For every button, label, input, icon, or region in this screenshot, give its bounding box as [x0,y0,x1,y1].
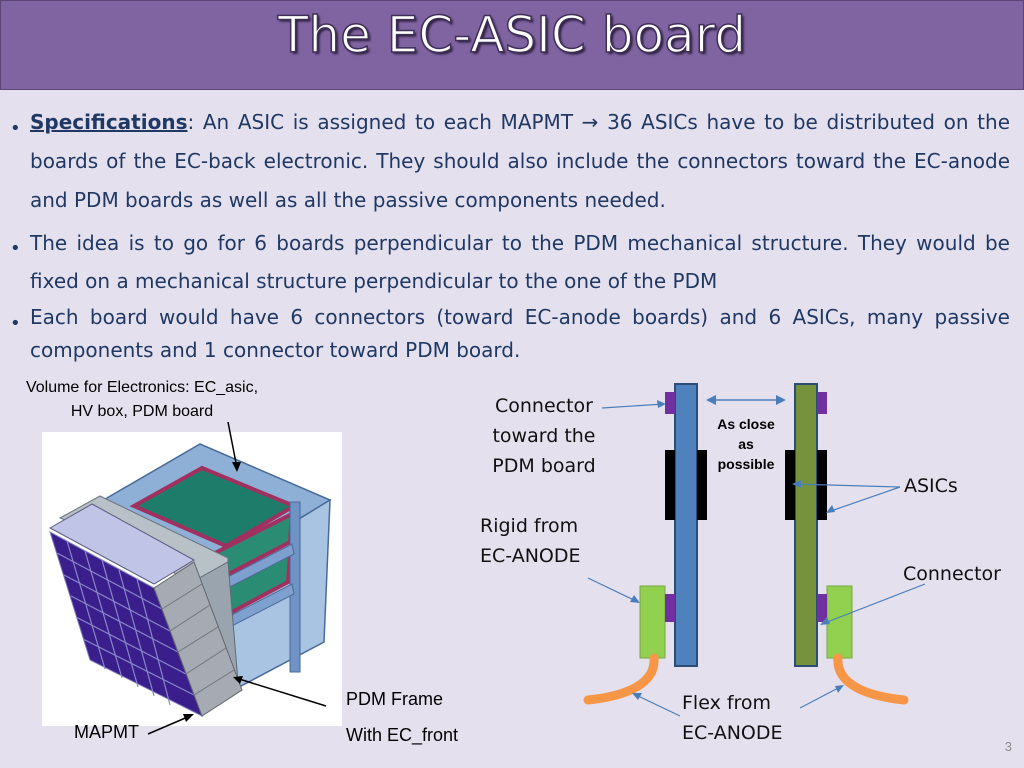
asics-pointer-1 [793,483,901,488]
bullet-each-board: • Each board would have 6 connectors (to… [10,301,1010,367]
slide-title: The EC-ASIC board [277,5,747,65]
flex-pointer-right [799,685,843,709]
pdm-connector-left [665,392,675,414]
anode-connector-right [826,585,853,659]
arrow-head [657,400,666,408]
arrow-head [233,676,243,684]
pdm-frame-pointer [235,677,327,707]
arrow-head [183,714,194,722]
anode-connector-left [639,585,666,659]
flex-pointer-left [633,693,681,717]
bullet-text-part: : An ASIC is assigned to each MAPMT [187,110,574,134]
arrow-head [232,462,241,472]
mapmt-pointer [147,715,191,735]
mapmt-grid-h [56,552,195,696]
connector-purple-right [817,594,827,622]
page-number: 3 [1004,739,1012,754]
rigid-pointer [587,577,639,603]
connector-pdm-line: Connector [495,395,593,417]
as-close-line: as [738,436,754,452]
as-close-line: possible [717,456,775,472]
as-close-label: As close as possible [706,414,786,474]
flex-line: Flex from [682,692,772,714]
flex-cable-left [583,653,659,705]
bullet-text: Each board would have 6 connectors (towa… [30,305,1010,362]
rigid-label: Rigid from EC-ANODE [480,511,594,571]
as-close-line: As close [717,416,775,432]
mapmt-grid [49,530,203,718]
rigid-line: Rigid from [480,515,579,537]
asics-pointer-2 [827,486,901,513]
connector-pdm-label: Connector toward the PDM board [478,391,610,481]
pdm-frame-label-1: PDM Frame [346,689,444,709]
arrow-head [632,693,642,700]
volume-label: Volume for Electronics: EC_asic, HV box,… [6,376,278,424]
asics-label: ASICs [904,475,958,497]
asic-right-a [785,450,795,520]
connector-purple-left [665,594,675,622]
arrow-head [776,395,786,405]
asic-left-a [665,450,675,520]
pdm-frame-label-2: With EC_front [346,725,459,745]
arrow-head [826,505,835,513]
bullet-text-part: 36 ASICs have to be distributed on the b… [30,110,1010,212]
bullet-idea: • The idea is to go for 6 boards perpend… [10,224,1010,300]
flex-line: EC-ANODE [682,722,783,744]
side-tile-lines [161,583,235,696]
connector-pdm-line: PDM board [492,455,596,477]
right-arrow-icon: → [581,110,599,134]
volume-label-line: HV box, PDM board [70,403,214,420]
mapmt-top-row [48,503,196,585]
pdm-cad-render [42,432,342,726]
asic-left-b [697,450,707,520]
arrow-head [630,595,640,603]
connector-pointer [821,583,926,625]
blue-board [674,383,698,667]
bullet-text: Specifications: An ASIC is assigned to e… [30,103,1010,220]
flex-label: Flex from EC-ANODE [682,688,800,748]
green-board [794,383,818,667]
connector-pdm-pointer [601,403,665,409]
title-bar [0,0,1024,90]
arrow-head [820,617,830,625]
bullet-dot: • [10,313,21,334]
specifications-heading: Specifications [30,110,188,134]
flex-cable-right [833,653,909,705]
pdm-connector-right [817,392,827,414]
volume-pointer [227,421,238,469]
bullet-dot: • [10,238,21,259]
rigid-line: EC-ANODE [480,545,581,567]
arrow-head [792,480,801,488]
bullet-text: The idea is to go for 6 boards perpendic… [30,231,1010,293]
mapmt-label: MAPMT [74,722,139,742]
connector-label: Connector [903,563,1001,585]
mapmt-grid-v [66,540,171,706]
arrow-head [706,395,716,405]
arrow-head [835,685,844,693]
bullet-specifications: • Specifications: An ASIC is assigned to… [10,103,1010,220]
connector-pdm-line: toward the [492,425,596,447]
bullet-dot: • [10,118,21,139]
volume-label-line: Volume for Electronics: EC_asic, [25,379,259,396]
